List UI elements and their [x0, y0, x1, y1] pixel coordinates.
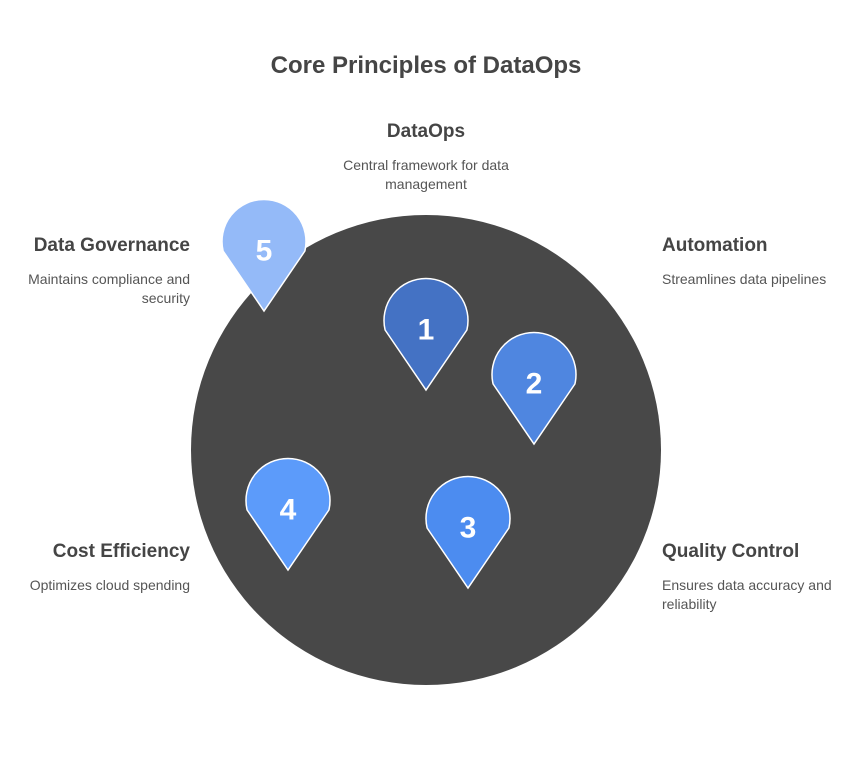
pin-4-number: 4 [280, 494, 297, 527]
pin-5: 5 [221, 198, 307, 313]
dataops-heading: DataOps [386, 121, 466, 142]
pin-2-number: 2 [526, 368, 543, 401]
pin-5-number: 5 [256, 235, 273, 268]
automation-heading: Automation [662, 235, 768, 256]
pin-3: 3 [425, 475, 511, 590]
cost-efficiency-heading: Cost Efficiency [52, 541, 190, 562]
pin-2: 2 [491, 331, 577, 446]
pin-3-number: 3 [460, 512, 477, 545]
quality-control-heading: Quality Control [662, 541, 800, 562]
pin-1-number: 1 [418, 314, 435, 347]
quality-control-description: Ensures data accuracy and reliability [662, 577, 832, 612]
diagram-title: Core Principles of DataOps [270, 52, 582, 79]
dataops-circle [191, 215, 661, 685]
data-governance-description: Maintains compliance and security [28, 271, 190, 306]
pin-1: 1 [383, 277, 469, 392]
automation-description: Streamlines data pipelines [662, 271, 827, 287]
dataops-description: Central framework for data management [343, 157, 509, 192]
cost-efficiency-description: Optimizes cloud spending [29, 577, 190, 593]
data-governance-heading: Data Governance [33, 235, 190, 256]
pin-4: 4 [245, 457, 331, 572]
